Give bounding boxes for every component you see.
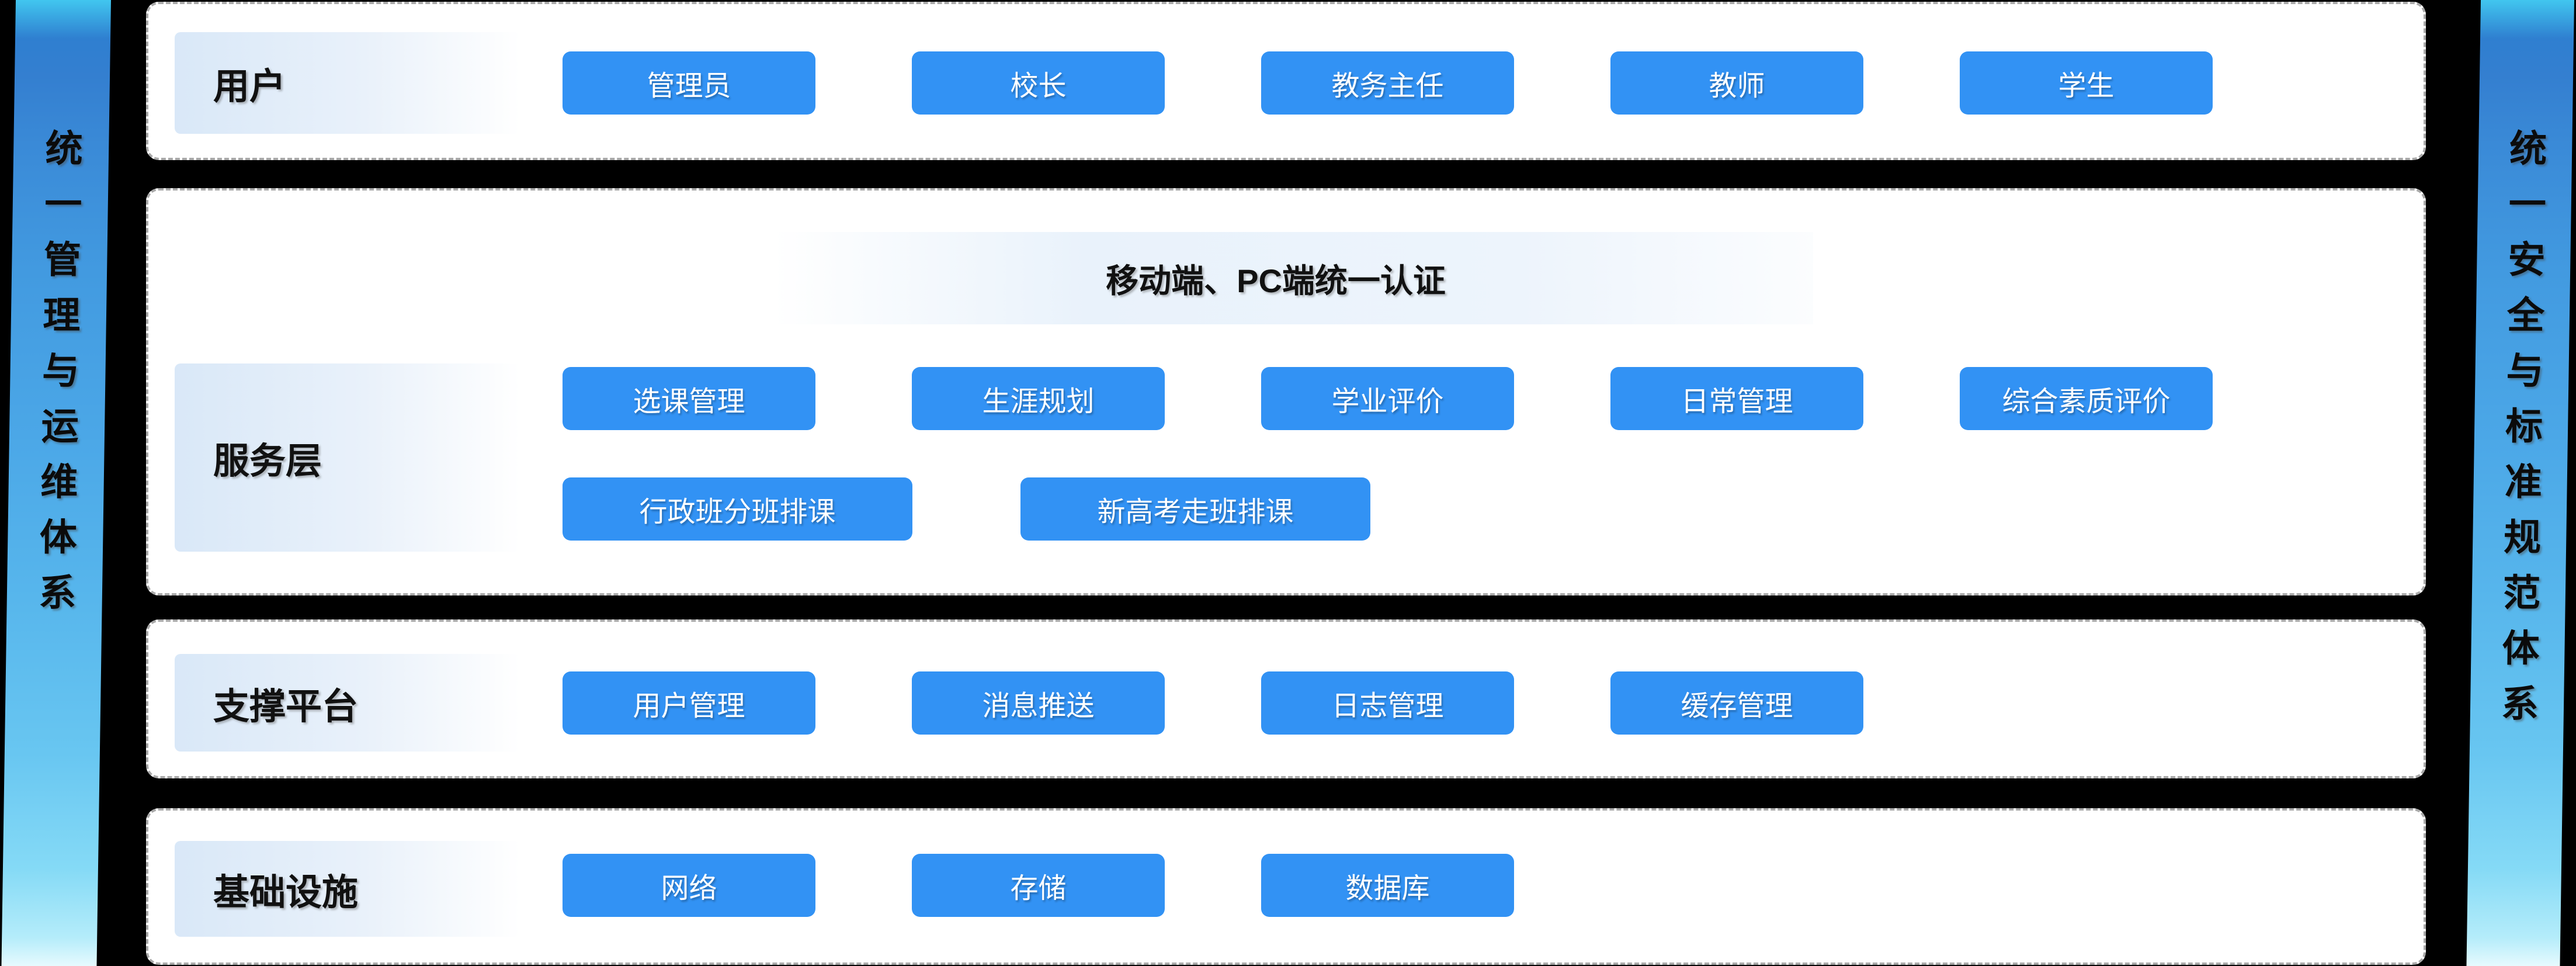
support-button-row: 用户管理 消息推送 日志管理 缓存管理 bbox=[563, 671, 1863, 735]
section-support-platform: 支撑平台 用户管理 消息推送 日志管理 缓存管理 bbox=[146, 619, 2426, 778]
section-users-label: 用户 bbox=[175, 32, 520, 134]
left-ribbon-label: 统一管理与运维体系 bbox=[33, 129, 83, 628]
button-teacher[interactable]: 教师 bbox=[1610, 51, 1863, 115]
service-button-row-1: 选课管理 生涯规划 学业评价 日常管理 综合素质评价 bbox=[563, 367, 2213, 430]
unified-auth-banner: 移动端、PC端统一认证 bbox=[773, 232, 1813, 324]
button-message-push[interactable]: 消息推送 bbox=[912, 671, 1165, 735]
section-infrastructure-label: 基础设施 bbox=[175, 841, 520, 937]
section-service-layer-label: 服务层 bbox=[175, 363, 520, 552]
button-database[interactable]: 数据库 bbox=[1261, 854, 1514, 917]
button-student[interactable]: 学生 bbox=[1960, 51, 2213, 115]
section-users: 用户 管理员 校长 教务主任 教师 学生 bbox=[146, 2, 2426, 160]
right-ribbon-label: 统一安全与标准规范体系 bbox=[2495, 129, 2547, 739]
section-service-layer: 移动端、PC端统一认证 服务层 选课管理 生涯规划 学业评价 日常管理 综合素质… bbox=[146, 188, 2426, 595]
button-comprehensive-quality[interactable]: 综合素质评价 bbox=[1960, 367, 2213, 430]
users-button-row: 管理员 校长 教务主任 教师 学生 bbox=[563, 51, 2213, 115]
button-user-management[interactable]: 用户管理 bbox=[563, 671, 815, 735]
right-ribbon: 统一安全与标准规范体系 bbox=[2466, 0, 2574, 966]
infrastructure-button-row: 网络 存储 数据库 bbox=[563, 854, 1514, 917]
button-cache-management[interactable]: 缓存管理 bbox=[1610, 671, 1863, 735]
button-admin[interactable]: 管理员 bbox=[563, 51, 815, 115]
button-academic-evaluation[interactable]: 学业评价 bbox=[1261, 367, 1514, 430]
button-daily-management[interactable]: 日常管理 bbox=[1610, 367, 1863, 430]
service-button-row-2: 行政班分班排课 新高考走班排课 bbox=[563, 477, 1370, 541]
button-career-planning[interactable]: 生涯规划 bbox=[912, 367, 1165, 430]
button-admin-class-scheduling[interactable]: 行政班分班排课 bbox=[563, 477, 912, 541]
button-network[interactable]: 网络 bbox=[563, 854, 815, 917]
button-gaokao-class-scheduling[interactable]: 新高考走班排课 bbox=[1020, 477, 1370, 541]
button-log-management[interactable]: 日志管理 bbox=[1261, 671, 1514, 735]
button-principal[interactable]: 校长 bbox=[912, 51, 1165, 115]
section-support-platform-label: 支撑平台 bbox=[175, 654, 520, 752]
left-ribbon: 统一管理与运维体系 bbox=[1, 0, 112, 966]
button-storage[interactable]: 存储 bbox=[912, 854, 1165, 917]
section-infrastructure: 基础设施 网络 存储 数据库 bbox=[146, 808, 2426, 965]
button-course-selection[interactable]: 选课管理 bbox=[563, 367, 815, 430]
button-dean[interactable]: 教务主任 bbox=[1261, 51, 1514, 115]
